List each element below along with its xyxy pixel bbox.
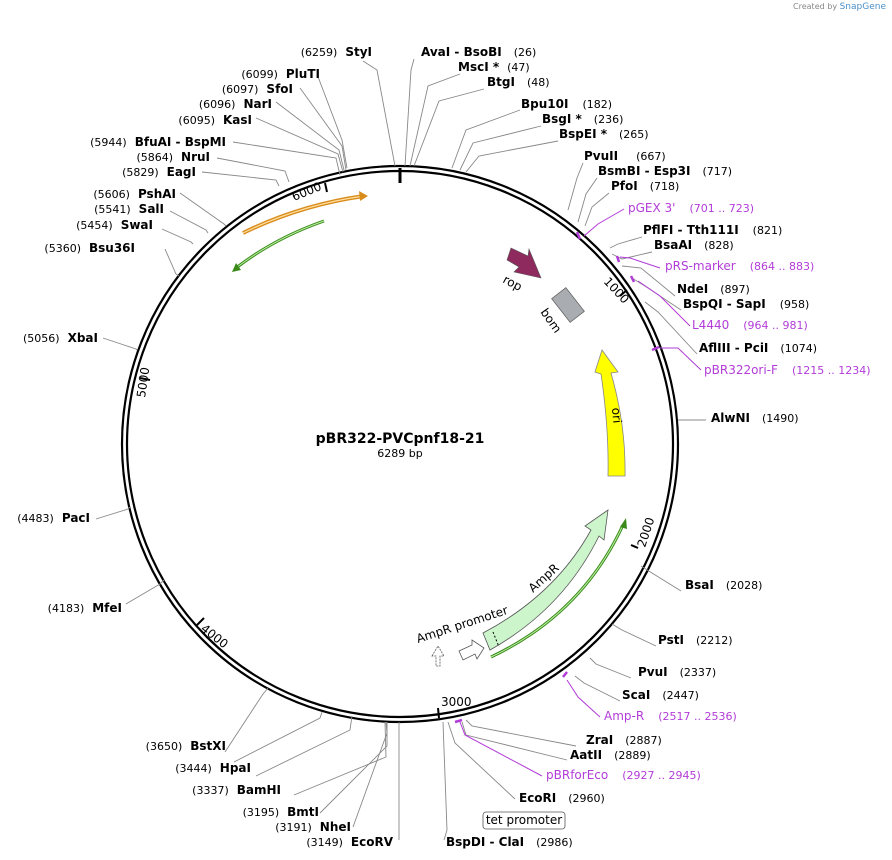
site-label: AvaI - BsoBI(26) <box>421 45 536 59</box>
tet-promoter-box: tet promoter <box>482 811 566 830</box>
ori-label: ori <box>609 407 624 424</box>
primer-label: pBR322ori-F(1215 .. 1234) <box>704 363 871 377</box>
site-label: (5541)SalI <box>94 202 164 216</box>
bom-feature <box>551 287 585 323</box>
site-label: (6096)NarI <box>199 97 272 111</box>
site-label: BsaI(2028) <box>685 578 762 592</box>
leader-lines <box>95 58 706 841</box>
site-labels: (6259)StyI AvaI - BsoBI(26) MscI *(47) B… <box>17 45 817 849</box>
primer-label: pGEX 3'(701 .. 723) <box>628 201 754 215</box>
snapgene-logo: SnapGene <box>839 2 886 12</box>
site-label: (3149)EcoRV <box>306 835 393 849</box>
site-label: ScaI(2447) <box>622 688 699 702</box>
plasmid-length: 6289 bp <box>377 447 422 460</box>
site-label: NdeI(897) <box>677 282 750 296</box>
tick-label: 4000 <box>198 621 231 651</box>
site-label: (5056)XbaI <box>23 331 98 345</box>
primer-label: L4440(964 .. 981) <box>692 318 808 332</box>
rop-label: rop <box>501 272 525 294</box>
site-label: PstI(2212) <box>658 633 733 647</box>
site-label: (5864)NruI <box>136 150 210 164</box>
site-label: AflIII - PciI(1074) <box>699 341 817 355</box>
plasmid-backbone <box>120 164 680 724</box>
site-label: PfoI(718) <box>611 179 679 193</box>
site-label: (5606)PshAI <box>93 187 176 201</box>
tick-label: 3000 <box>441 695 472 709</box>
site-label: BspDI - ClaI(2986) <box>446 835 573 849</box>
site-label: (6099)PluTI <box>241 67 320 81</box>
site-label: PvuI(2337) <box>638 665 716 679</box>
site-label: ZraI(2887) <box>586 733 662 747</box>
site-label: (6259)StyI <box>301 45 372 59</box>
primer-marks <box>454 231 660 724</box>
credit-prefix: Created by <box>793 2 838 11</box>
rop-feature <box>506 247 542 279</box>
site-label: (3444)HpaI <box>175 761 251 775</box>
site-label: BtgI(48) <box>487 75 550 89</box>
tick-label: 6000 <box>290 179 324 203</box>
site-label: EcoRI(2960) <box>519 791 605 805</box>
plasmid-name: pBR322-PVCpnf18-21 <box>316 431 485 447</box>
ampr-feature <box>482 509 609 651</box>
site-label: (4183)MfeI <box>48 601 122 615</box>
site-label: (5454)SwaI <box>76 218 153 232</box>
ampr-promoter-feature <box>458 639 485 661</box>
site-label: BsgI *(236) <box>542 112 623 126</box>
ori-feature <box>594 349 626 477</box>
tick-label: 5000 <box>134 366 152 398</box>
site-label: AatII(2889) <box>570 748 651 762</box>
features: rop bom ori AmpR AmpR promoter <box>232 191 627 667</box>
site-label: (5944)BfuAI - BspMI <box>90 135 226 149</box>
primer-label: pRS-marker(864 .. 883) <box>665 259 814 273</box>
tet-promoter-label: tet promoter <box>486 813 562 827</box>
site-label: PflFI - Tth111I(821) <box>643 223 782 237</box>
site-label: AlwNI(1490) <box>711 411 799 425</box>
site-label: BsaAI(828) <box>654 238 734 252</box>
site-label: MscI *(47) <box>458 60 530 74</box>
site-label: (3195)BmtI <box>243 805 319 819</box>
primer-leaders <box>459 208 702 777</box>
tet-promoter-arrow <box>431 645 445 667</box>
site-label: (5360)Bsu36I <box>44 241 135 255</box>
site-label: BsmBI - Esp3I(717) <box>598 164 732 178</box>
tick-label: 1000 <box>601 274 632 306</box>
site-label: BspEI *(265) <box>559 127 649 141</box>
site-label: (5829)EagI <box>122 165 196 179</box>
primer-labels: pGEX 3'(701 .. 723) pRS-marker(864 .. 88… <box>546 201 871 782</box>
primer-label: pBRforEco(2927 .. 2945) <box>546 768 701 782</box>
site-label: BspQI - SapI(958) <box>683 297 809 311</box>
primer-label: Amp-R(2517 .. 2536) <box>604 709 737 723</box>
site-label: (3337)BamHI <box>192 783 281 797</box>
site-label: (3650)BstXI <box>146 739 226 753</box>
site-label: (3191)NheI <box>275 820 351 834</box>
site-label: (4483)PacI <box>17 511 90 525</box>
site-label: (6097)SfoI <box>222 82 293 96</box>
site-label: (6095)KasI <box>178 113 252 127</box>
snapgene-credit: Created by SnapGene <box>793 2 886 12</box>
site-label: Bpu10I(182) <box>521 97 612 111</box>
site-label: PvuII(667) <box>584 149 666 163</box>
